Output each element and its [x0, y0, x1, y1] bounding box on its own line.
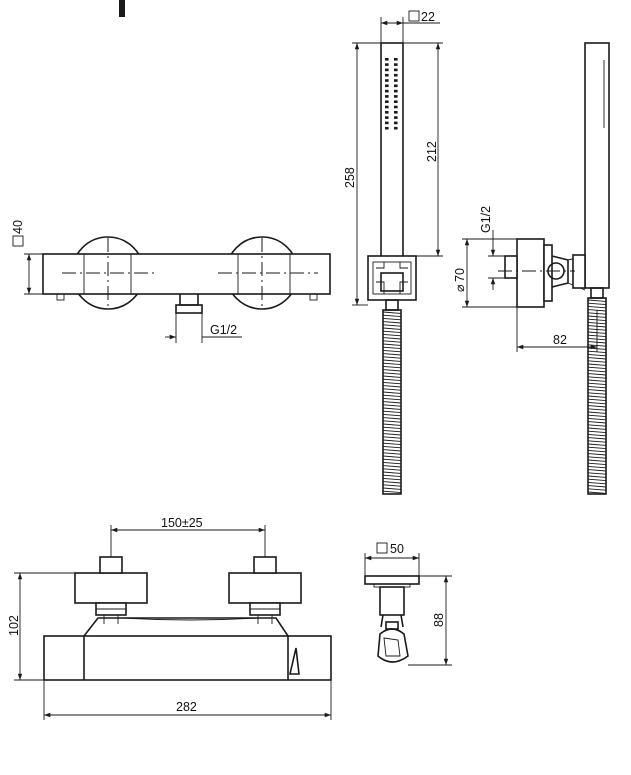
- dim-label-square-40: 40: [11, 220, 25, 234]
- dim-height-88: 88: [408, 575, 452, 666]
- mixer-front-view: [42, 236, 331, 314]
- dim-label-length-258: 258: [343, 167, 357, 188]
- hand-shower-front: [367, 42, 417, 495]
- dim-label-width-282: 282: [176, 700, 197, 714]
- dim-length-258: 258: [343, 42, 381, 306]
- mixer-side-view: [364, 575, 420, 663]
- dim-height-102: 102: [7, 572, 75, 681]
- dim-length-212: 212: [403, 42, 443, 257]
- hand-shower-side: [498, 42, 610, 495]
- dim-thread-right: G1/2: [479, 206, 505, 290]
- dim-label-height-88: 88: [432, 613, 446, 627]
- mixer-elevation: [43, 556, 332, 681]
- dim-thread-left: G1/2: [165, 313, 242, 343]
- dim-square-40: 40: [11, 220, 43, 295]
- dim-spacing-150: 150±25: [110, 516, 266, 557]
- dim-square-50: 50: [364, 542, 420, 576]
- dim-label-spacing-150: 150±25: [161, 516, 203, 530]
- dim-label-square-50: 50: [390, 542, 404, 556]
- dim-label-length-212: 212: [425, 141, 439, 162]
- dim-diameter-70: ⌀ 70: [453, 238, 517, 308]
- cropped-mark: [119, 0, 125, 17]
- dim-square-22: 22: [380, 10, 440, 43]
- dim-label-square-22: 22: [421, 10, 435, 24]
- dim-width-282: 282: [43, 680, 332, 720]
- dim-label-thread-right: G1/2: [479, 206, 493, 233]
- dim-depth-82: 82: [516, 307, 598, 352]
- dim-label-thread-left: G1/2: [210, 323, 237, 337]
- dim-label-diameter-70: 70: [453, 268, 467, 282]
- dim-label-depth-82: 82: [553, 333, 567, 347]
- dim-label-height-102: 102: [7, 615, 21, 636]
- dim-symbol-diameter: ⌀: [453, 284, 467, 292]
